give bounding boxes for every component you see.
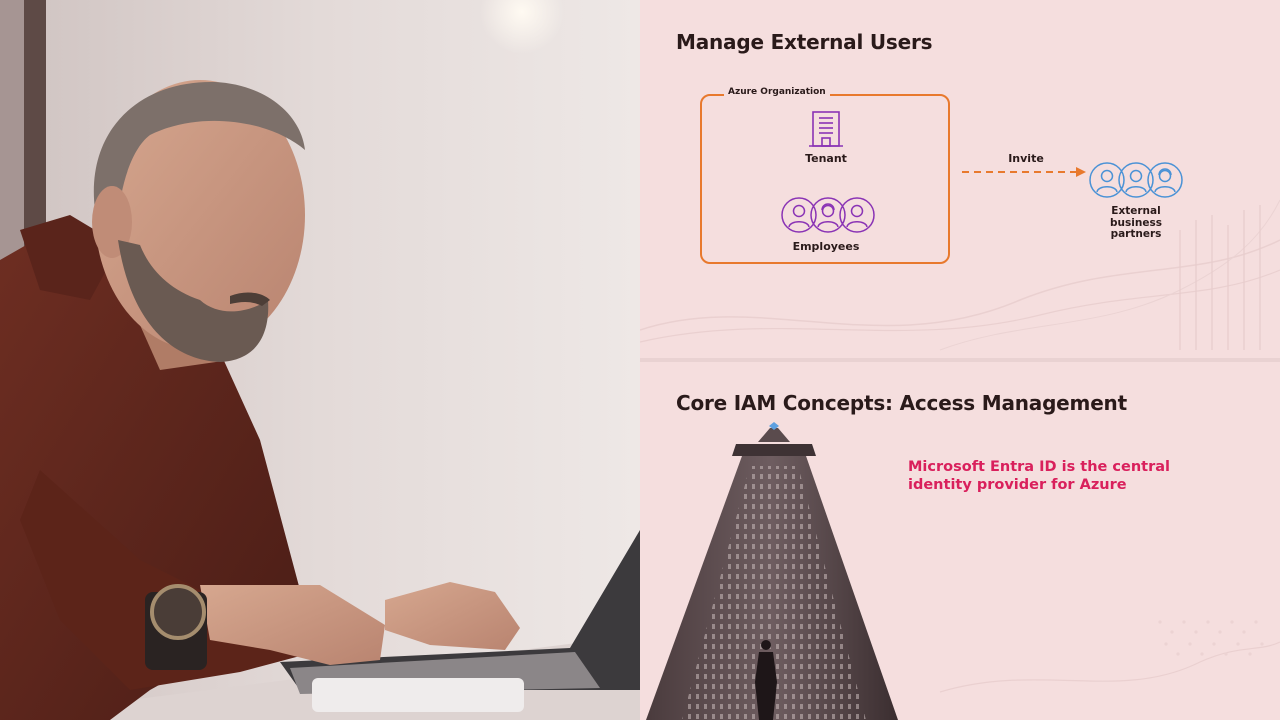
presenter-photo bbox=[0, 0, 640, 720]
slide-manage-external-users: Manage External Users Azure Organization… bbox=[640, 0, 1280, 358]
presenter-video bbox=[0, 0, 640, 720]
slide-core-iam-concepts: Core IAM Concepts: Access Management Mic… bbox=[640, 362, 1280, 720]
azure-organization-label: Azure Organization bbox=[724, 87, 830, 97]
central-identity-statement: Microsoft Entra ID is the central identi… bbox=[908, 459, 1170, 493]
external-partners-label: External business partners bbox=[1110, 205, 1162, 240]
background-wave-pattern bbox=[640, 199, 1280, 351]
invite-arrow-icon bbox=[962, 167, 1086, 177]
slide-divider bbox=[640, 358, 1280, 362]
employees-icon bbox=[781, 197, 875, 233]
employees-label: Employees bbox=[792, 240, 860, 253]
invite-label: Invite bbox=[1008, 152, 1044, 165]
building-icon bbox=[809, 111, 843, 147]
external-partners-icon bbox=[1089, 162, 1183, 198]
background-wave-pattern bbox=[939, 620, 1280, 693]
skyscraper-image bbox=[646, 422, 898, 720]
slide-title: Manage External Users bbox=[676, 30, 933, 54]
tenant-label: Tenant bbox=[805, 152, 847, 165]
slide-title: Core IAM Concepts: Access Management bbox=[676, 391, 1127, 415]
